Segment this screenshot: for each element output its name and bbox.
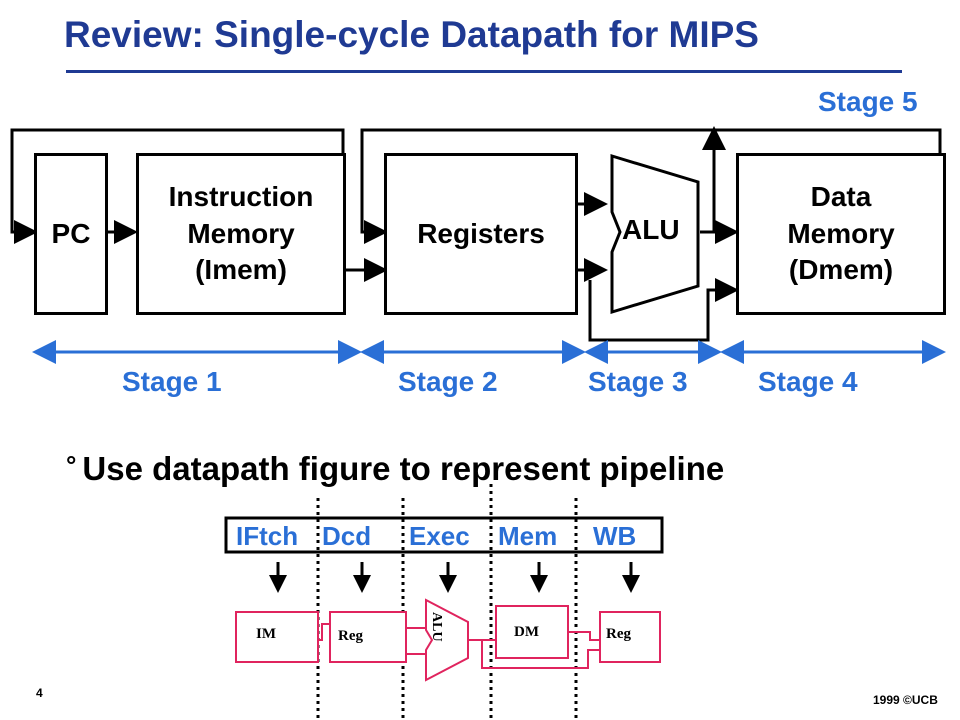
dmem-line-1: Data [810, 181, 872, 213]
bullet-point: °Use datapath figure to represent pipeli… [66, 450, 724, 488]
mini-alu-shape [425, 598, 469, 682]
pipeline-stage-ifetch: IFtch [236, 521, 299, 551]
pipeline-stage-wb: WB [593, 521, 637, 551]
mini-im-label: IM [256, 626, 276, 642]
mini-reg1-label: Reg [338, 628, 363, 644]
page-title: Review: Single-cycle Datapath for MIPS [64, 14, 759, 55]
mini-reg1-box [329, 611, 407, 663]
imem-line-3: (Imem) [195, 254, 287, 286]
stage-3-label: Stage 3 [588, 366, 688, 397]
alu-label: ALU [622, 214, 680, 245]
mini-dm-label: DM [514, 624, 539, 640]
mini-reg2-box [599, 611, 661, 663]
instruction-memory-block: Instruction Memory (Imem) [136, 153, 346, 315]
data-memory-block: Data Memory (Dmem) [736, 153, 946, 315]
pc-block: PC [34, 153, 108, 315]
mini-alu-label: ALU [429, 612, 444, 642]
mini-reg2-label: Reg [606, 626, 631, 642]
pipeline-stage-decode: Dcd [322, 521, 372, 551]
registers-block: Registers [384, 153, 578, 315]
bullet-mark: ° [66, 450, 77, 480]
bullet-text: Use datapath figure to represent pipelin… [82, 450, 725, 487]
imem-line-1: Instruction [168, 181, 314, 213]
dmem-line-3: (Dmem) [788, 254, 894, 286]
copyright: 1999 ©UCB [873, 693, 938, 707]
imem-line-2: Memory [187, 217, 295, 249]
stage-4-label: Stage 4 [758, 366, 858, 397]
pipeline-header-box [224, 516, 664, 554]
pipeline-stage-exec: Exec [409, 521, 470, 551]
stage-2-label: Stage 2 [398, 366, 498, 397]
title-underline [66, 70, 902, 73]
mini-im-box [235, 611, 319, 663]
dmem-line-2: Memory [787, 217, 895, 249]
pc-feedback-wire [10, 128, 345, 244]
pipeline-stage-mem: Mem [498, 521, 558, 551]
alu-shape [610, 153, 700, 315]
stage-5-label: Stage 5 [818, 86, 918, 117]
page-number: 4 [36, 686, 43, 700]
stage-1-label: Stage 1 [122, 366, 222, 397]
